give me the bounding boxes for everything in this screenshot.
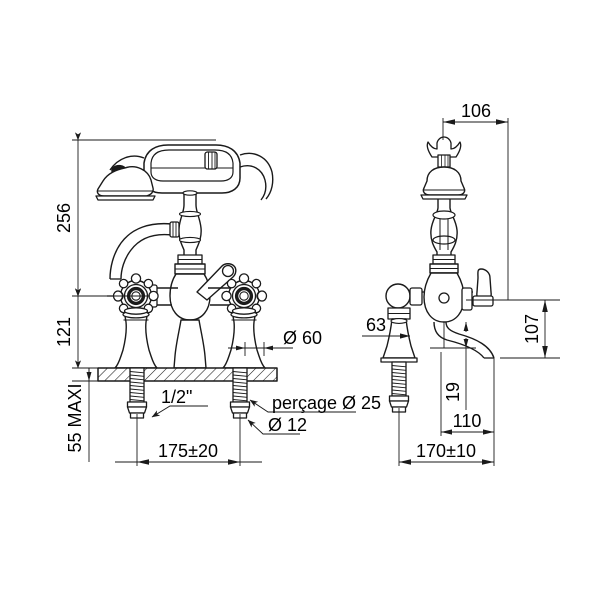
right-valve-assembly — [219, 272, 269, 371]
front-view-geometry — [95, 144, 278, 419]
dim-d60-label: Ø 60 — [283, 328, 322, 348]
dim-d12-label: Ø 12 — [268, 415, 307, 435]
side-left-knob — [385, 283, 424, 309]
dim-55maxi-label: 55 MAXI — [65, 383, 85, 452]
diverter-lever — [196, 263, 237, 301]
side-handset-rose — [420, 166, 468, 200]
side-hex-nut — [429, 254, 459, 274]
front-view-dimensions — [72, 132, 356, 466]
dim-half-inch-label: 1/2" — [161, 387, 192, 407]
dim-110-label: 110 — [453, 411, 482, 431]
leader-half-inch — [151, 405, 208, 418]
side-left-pedestal — [380, 307, 418, 413]
side-bath-spout — [433, 321, 495, 359]
side-lever-handle — [461, 268, 494, 311]
side-riser-column — [430, 199, 458, 264]
side-view-dimensions — [362, 118, 560, 466]
dim-256-label: 256 — [54, 203, 74, 233]
bath-spout — [109, 221, 180, 280]
side-body — [423, 272, 465, 323]
side-handset-crown — [426, 136, 462, 168]
dim-175-label: 175±20 — [158, 441, 218, 461]
left-tailpipe — [126, 367, 148, 419]
leader-d12 — [247, 419, 300, 435]
dim-19-label: 19 — [443, 382, 463, 402]
front-view-dimension-labels: 256 121 55 MAXI 175±20 Ø 60 1/2" perçage… — [54, 203, 381, 461]
deck-plate-section — [97, 367, 278, 382]
dim-121-label: 121 — [54, 317, 74, 347]
dim-170-label: 170±10 — [416, 441, 476, 461]
side-view-dimension-labels: 106 107 63 19 110 170±10 — [366, 101, 542, 461]
shower-hose-right — [239, 152, 274, 201]
right-tailpipe — [229, 367, 251, 419]
leader-percage — [249, 399, 356, 413]
dim-percage-label: perçage Ø 25 — [272, 393, 381, 413]
dim-107-label: 107 — [522, 314, 542, 344]
shower-handset — [95, 164, 156, 201]
dim-106-label: 106 — [461, 101, 491, 121]
dim-63-label: 63 — [366, 315, 386, 335]
